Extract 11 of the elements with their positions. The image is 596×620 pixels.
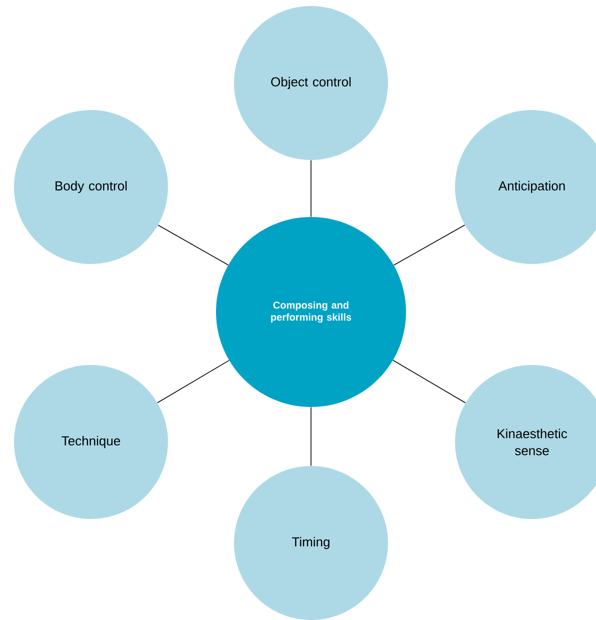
circle-node: Body control	[14, 110, 168, 264]
connector-line	[310, 160, 312, 218]
circle-node: Object control	[234, 6, 388, 160]
connector-line	[393, 224, 466, 266]
circle-node: Technique	[14, 365, 168, 519]
connector-line	[158, 224, 229, 266]
connector-line	[392, 360, 466, 404]
connector-line	[157, 360, 230, 404]
circle-node: Timing	[234, 466, 388, 620]
circle-node: Composing and performing skills	[216, 217, 406, 407]
connector-line	[310, 406, 312, 466]
